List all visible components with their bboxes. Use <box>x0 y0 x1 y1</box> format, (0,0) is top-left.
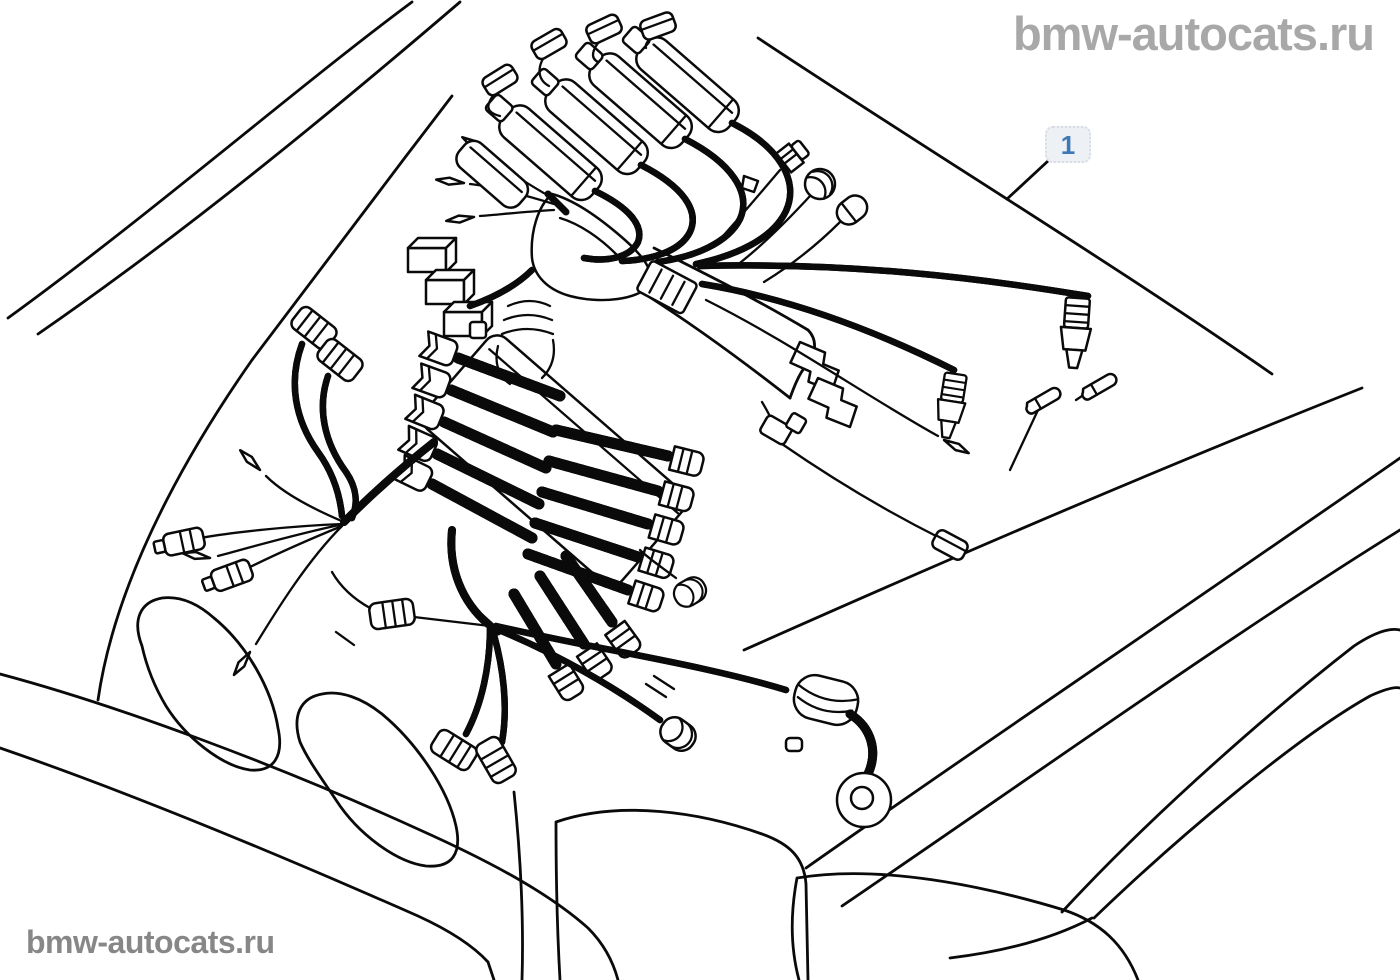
part-callout-1[interactable]: 1 <box>1045 126 1091 163</box>
firewall-grommet <box>784 673 893 829</box>
elbow-plug <box>759 412 808 446</box>
bumper-line-2 <box>0 746 496 980</box>
upper-right-connectors <box>712 139 869 284</box>
clip-terminals <box>1022 370 1120 417</box>
left-branch-wires <box>151 302 438 679</box>
spark-plug-cables-left <box>392 330 566 544</box>
hood-edge-line-outer <box>6 0 414 320</box>
watermark-bottom-left: bmw-autocats.ru <box>26 924 275 960</box>
part-leader-line <box>1005 159 1050 201</box>
dangling-plug <box>929 526 971 564</box>
ignition-cable-ducts <box>455 17 746 209</box>
bottom-branch-wires <box>330 526 790 787</box>
hood-cut-line <box>96 94 454 702</box>
kidney-grille-left <box>136 596 282 772</box>
cowl-line <box>742 386 1364 652</box>
oxygen-sensor-1 <box>1056 295 1095 371</box>
duct-loop-wires <box>580 119 790 268</box>
a-pillar-line-1 <box>804 456 1400 870</box>
oxygen-sensor-2 <box>931 370 971 441</box>
sheath-rib-lines <box>500 299 555 336</box>
multi-pin-connector <box>636 260 698 315</box>
coil-connector-plugs <box>479 9 679 118</box>
lower-grille-opening <box>554 808 810 980</box>
oxygen-sensor-wires <box>696 265 1092 472</box>
headlight-outline <box>790 872 1140 980</box>
watermark-top-right: bmw-autocats.ru <box>1012 7 1375 60</box>
engine-wiring-harness <box>151 9 1120 829</box>
hood-tick-marks <box>334 630 676 699</box>
hood-edge-line-inner <box>36 0 462 336</box>
wheel-arch-outer <box>1060 628 1400 914</box>
part-callout-label: 1 <box>1060 129 1076 160</box>
harness-channel-panel <box>636 246 816 400</box>
small-cylinder-connector <box>638 548 712 613</box>
wheel-arch-inner <box>1092 686 1400 920</box>
kidney-grille-right <box>295 691 460 868</box>
grille-divider-line <box>512 790 524 980</box>
relay-connector-block <box>406 236 536 340</box>
fender-line <box>756 36 1274 376</box>
small-flag-clip <box>740 174 760 194</box>
bumper-line-1 <box>0 672 620 980</box>
a-pillar-line-2 <box>840 528 1400 908</box>
headlight-top-right-line <box>948 916 1094 960</box>
harness-brackets <box>759 340 971 564</box>
main-harness-sheath <box>495 190 653 386</box>
